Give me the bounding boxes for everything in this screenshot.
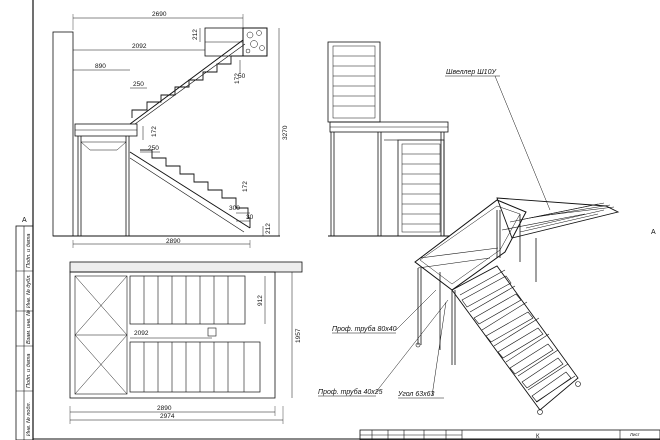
dim-step-rise-b: 172 <box>151 126 158 137</box>
side-field-2: Инв. № дубл. <box>26 274 32 308</box>
dim-overall-a: 2890 <box>157 405 172 412</box>
dim-nosing: 30 <box>246 214 254 221</box>
dim-upper-run: 2092 <box>132 43 147 50</box>
side-elevation-view <box>52 14 280 248</box>
dim-total-depth: 1957 <box>295 328 302 343</box>
side-field-4: Подп. и дата <box>26 354 32 388</box>
stamp-field: К <box>536 434 540 440</box>
side-field-1: Подп. и дата <box>26 234 32 268</box>
dim-total-height: 3270 <box>282 125 289 140</box>
callout-channel: Швеллер Ш10У <box>446 69 497 76</box>
sheet-frame <box>15 0 660 440</box>
edge-mark-right: А <box>651 229 656 236</box>
front-elevation-view <box>327 41 450 237</box>
callout-angle: Угол 63х63 <box>397 391 435 398</box>
callout-prof-tube-large: Проф. труба 80х40 <box>332 325 397 333</box>
dim-total-width: 2690 <box>152 11 167 18</box>
dim-base-width: 2890 <box>166 238 181 245</box>
dim-step-tread-a: 250 <box>133 81 144 88</box>
dim-base-height: 212 <box>265 223 272 234</box>
dim-step-tread-c: 300 <box>229 205 240 212</box>
side-stamp-labels: Подп. и дата Инв. № дубл. Взам. инв. № П… <box>26 234 32 436</box>
edge-mark-left: А <box>22 217 27 224</box>
dim-top-offset: 50 <box>238 73 246 80</box>
plan-view <box>69 261 303 424</box>
dim-flight-width: 912 <box>257 295 264 306</box>
plan-view-dimensions: 2092 912 1957 2890 2974 <box>134 295 302 420</box>
callout-prof-tube-small: Проф. труба 40х25 <box>318 388 383 396</box>
sheet-label: Лист <box>630 432 640 437</box>
callout-labels: Швеллер Ш10У Проф. труба 80х40 Проф. тру… <box>318 69 497 398</box>
dim-top-rise: 212 <box>192 29 199 40</box>
dim-overall-b: 2974 <box>160 413 175 420</box>
dim-landing-length: 2092 <box>134 330 149 337</box>
side-view-dimensions: 2690 2092 890 250 172 250 172 172 300 30… <box>95 11 289 245</box>
side-field-3: Взам. инв. № <box>26 310 32 344</box>
dim-step-rise-a: 172 <box>234 73 241 84</box>
isometric-view <box>318 75 620 415</box>
dim-step-rise-c: 172 <box>242 181 249 192</box>
dim-step-tread-b: 250 <box>148 145 159 152</box>
side-field-5: Инв. № подл. <box>26 402 32 436</box>
dim-landing-depth: 890 <box>95 63 106 70</box>
